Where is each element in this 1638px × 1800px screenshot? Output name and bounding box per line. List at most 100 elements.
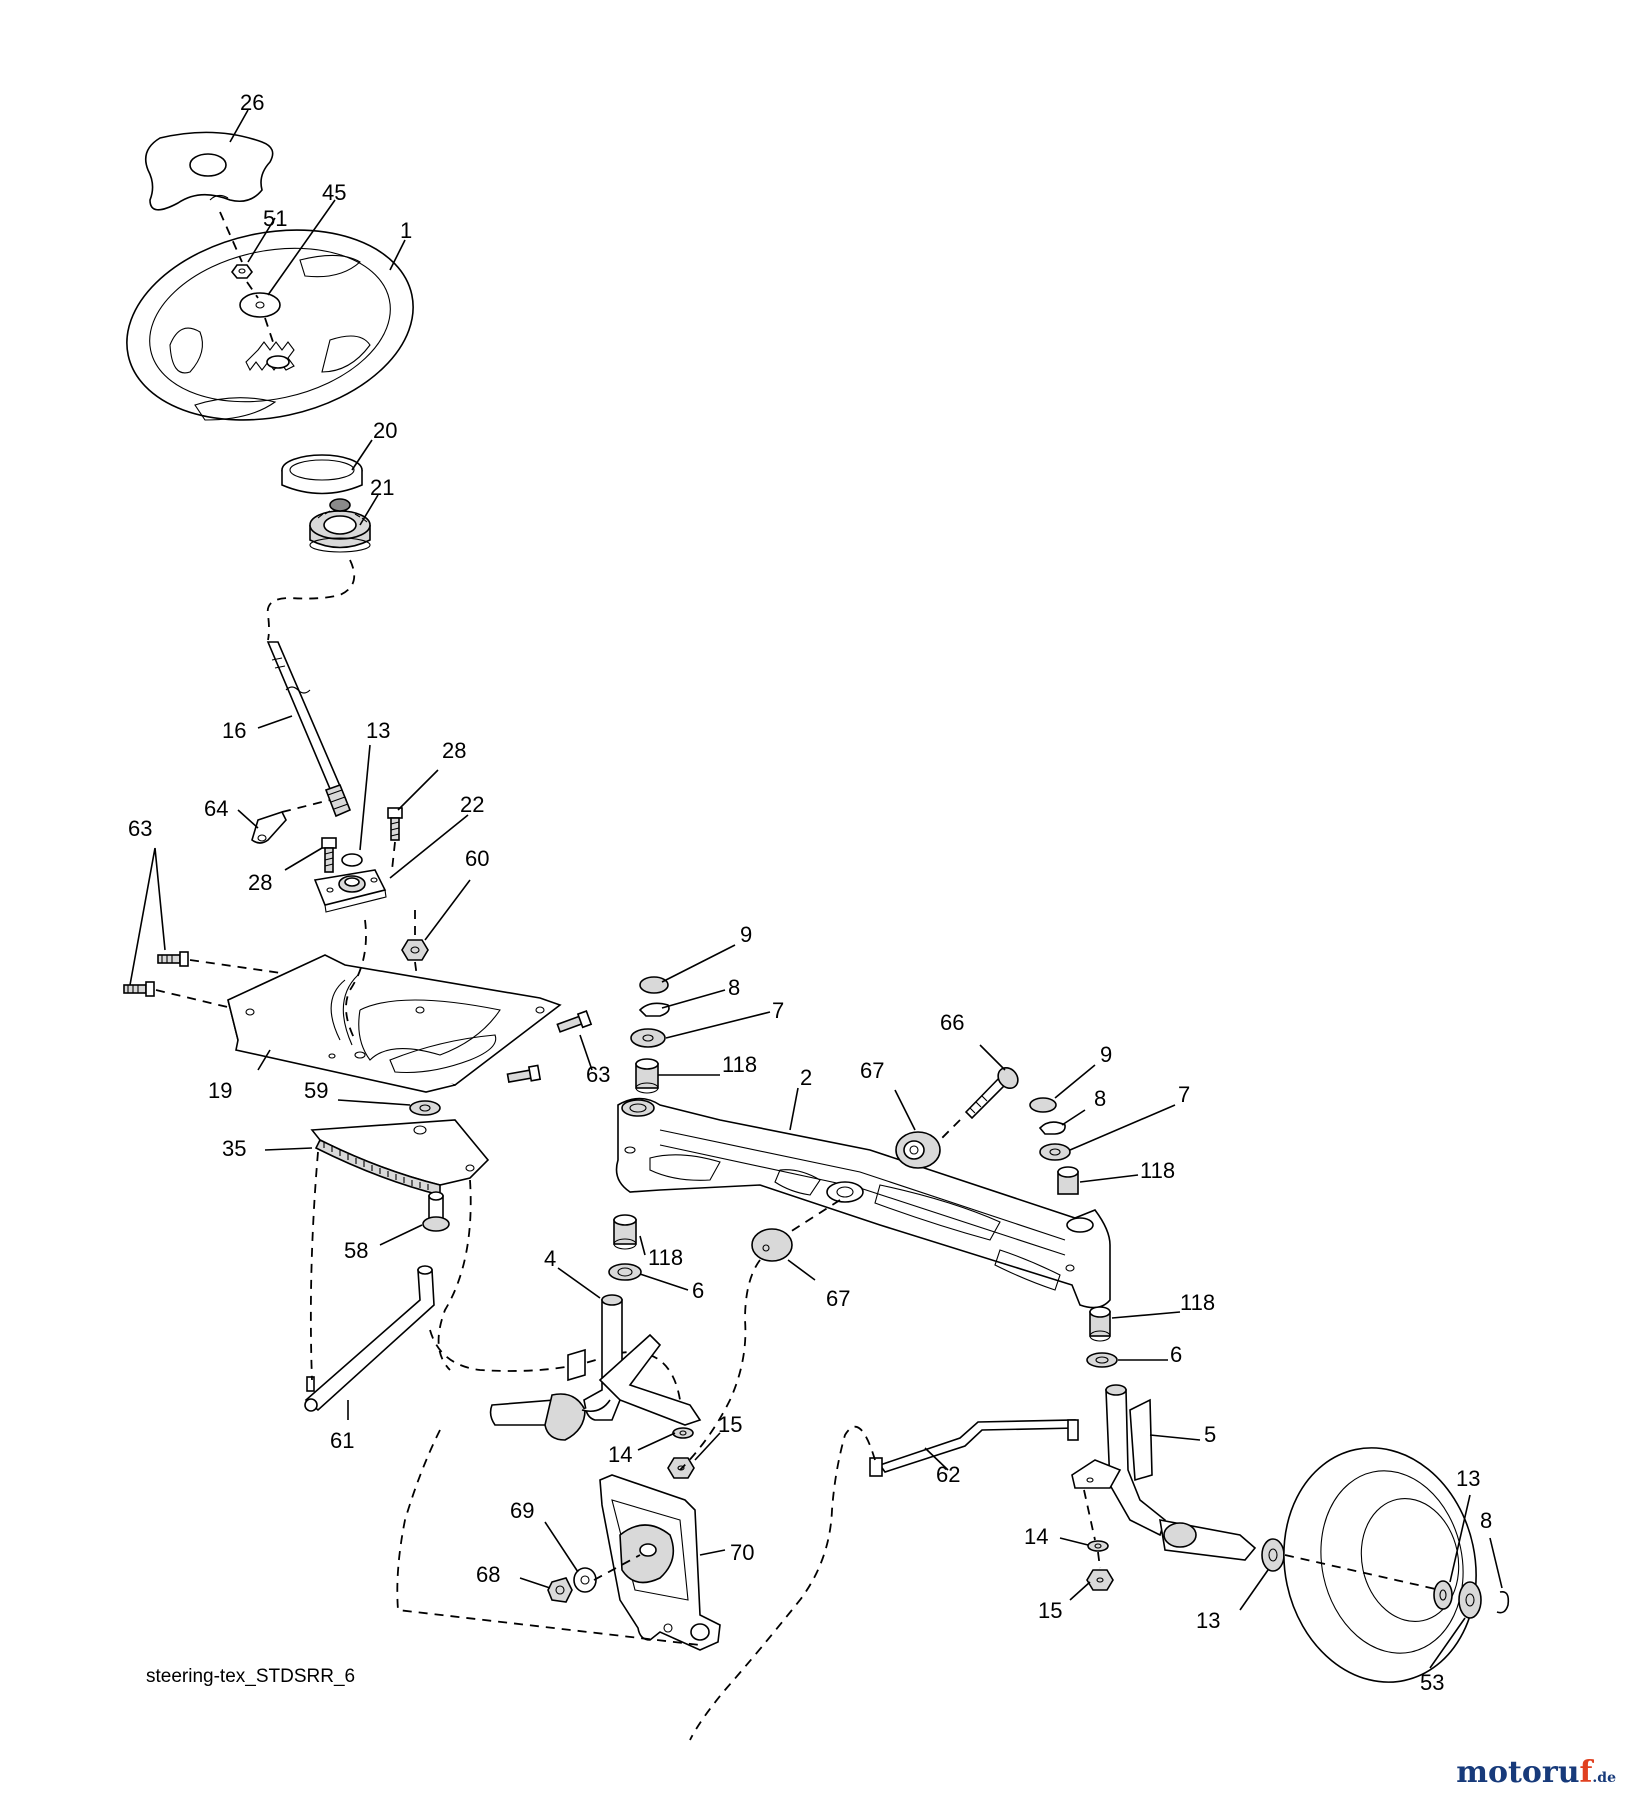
logo-suffix: .de (1592, 1770, 1616, 1786)
leader-lines (129, 109, 1503, 1669)
part-number-45: 45 (322, 180, 346, 205)
diagram-caption: steering-tex_STDSRR_6 (146, 1666, 355, 1687)
washer-13-outer (1433, 1580, 1453, 1610)
part-number-118-lower-left: 118 (648, 1245, 683, 1270)
part-number-51: 51 (263, 206, 287, 231)
pivot-pin-58 (422, 1191, 450, 1232)
mounting-bracket-19 (227, 954, 562, 1093)
part-number-35: 35 (222, 1136, 246, 1161)
part-number-28-lower: 28 (248, 870, 272, 895)
right-spindle-5 (1071, 1384, 1257, 1561)
washer-14-left (672, 1427, 694, 1439)
bushing-118-lower-left (613, 1214, 637, 1250)
part-number-59: 59 (304, 1078, 328, 1103)
part-number-8-wheel: 8 (1480, 1508, 1492, 1533)
washer-69 (573, 1567, 597, 1593)
bolt-68 (547, 1577, 573, 1603)
part-number-7-left: 7 (772, 998, 784, 1023)
part-number-63-right: 63 (586, 1062, 610, 1087)
screw-63-a (157, 951, 189, 967)
part-number-60: 60 (465, 846, 489, 871)
washer-14-right (1087, 1540, 1109, 1552)
sector-gear-35 (310, 1119, 490, 1197)
part-number-70: 70 (730, 1540, 754, 1565)
front-axle-2 (615, 1097, 1111, 1309)
part-number-19: 19 (208, 1078, 232, 1103)
part-number-61: 61 (330, 1428, 354, 1453)
spacer-67-lower (751, 1228, 793, 1262)
spacer-67-upper (895, 1131, 941, 1169)
part-number-4: 4 (544, 1246, 556, 1271)
part-number-9-right: 9 (1100, 1042, 1112, 1067)
steering-wheel-cap (144, 131, 274, 211)
bushing-118-lower-right (1089, 1306, 1111, 1342)
bolt-28-b (321, 837, 337, 873)
part-number-7-right: 7 (1178, 1082, 1190, 1107)
bracket-70 (599, 1474, 721, 1651)
e-clip-8-wheel (1496, 1590, 1510, 1614)
part-number-6-left: 6 (692, 1278, 704, 1303)
part-number-5: 5 (1204, 1422, 1216, 1447)
screw-63-c (556, 1010, 593, 1033)
part-number-15-right: 15 (1038, 1598, 1062, 1623)
part-number-64: 64 (204, 796, 228, 821)
bearing-flange-22 (313, 869, 387, 913)
steering-wheel (126, 229, 414, 421)
part-number-1: 1 (400, 218, 412, 243)
part-number-26: 26 (240, 90, 264, 115)
washer-13-upper (341, 853, 363, 867)
motoruf-logo[interactable]: motoruf.de (1456, 1755, 1616, 1790)
part-number-14-left: 14 (608, 1442, 632, 1467)
part-number-8-right: 8 (1094, 1086, 1106, 1111)
nut-51 (230, 264, 254, 279)
nut-15-right (1086, 1569, 1114, 1591)
washer-59 (409, 1100, 441, 1116)
part-number-118-top-right: 118 (1140, 1158, 1175, 1183)
spacer-20 (281, 454, 363, 495)
part-number-13-shaft: 13 (366, 718, 390, 743)
washer-53 (1458, 1581, 1482, 1619)
bushing-118-top-left (635, 1058, 659, 1094)
bushing-118-top-right (1057, 1166, 1079, 1195)
part-number-13-wheel-left: 13 (1196, 1608, 1220, 1633)
part-labels: 26 45 51 1 20 21 16 13 28 64 22 63 28 60… (128, 90, 1492, 1695)
part-number-16: 16 (222, 718, 246, 743)
part-number-6-right: 6 (1170, 1342, 1182, 1367)
screw-63-b (123, 981, 155, 997)
washer-7-right (1039, 1143, 1071, 1161)
plate-64 (251, 811, 287, 844)
part-number-66: 66 (940, 1010, 964, 1035)
part-number-58: 58 (344, 1238, 368, 1263)
part-number-21: 21 (370, 475, 394, 500)
part-number-15-left: 15 (718, 1412, 742, 1437)
part-number-118-top-left: 118 (722, 1052, 757, 1077)
part-number-67-lower: 67 (826, 1286, 850, 1311)
logo-text-b: f (1579, 1755, 1593, 1790)
steering-shaft-16 (266, 641, 352, 818)
front-wheel (1283, 1447, 1477, 1683)
cap-9-left (639, 976, 669, 994)
part-number-22: 22 (460, 792, 484, 817)
part-number-28-top: 28 (442, 738, 466, 763)
part-number-9-left: 9 (740, 922, 752, 947)
part-number-2: 2 (800, 1065, 812, 1090)
bolt-28-a (387, 807, 403, 841)
washer-7-left (630, 1028, 666, 1048)
tie-rod-62 (869, 1419, 1079, 1477)
part-number-69: 69 (510, 1498, 534, 1523)
logo-text-a: motoru (1456, 1755, 1580, 1790)
washer-45 (239, 292, 281, 318)
part-number-68: 68 (476, 1562, 500, 1587)
part-number-62: 62 (936, 1462, 960, 1487)
part-number-8-left: 8 (728, 975, 740, 1000)
part-number-63-left: 63 (128, 816, 152, 841)
part-number-13-wheel-right: 13 (1456, 1466, 1480, 1491)
cap-9-right (1029, 1097, 1057, 1113)
bushing-21 (309, 498, 371, 553)
pivot-bolt-66 (964, 1066, 1019, 1120)
part-number-118-lower-right: 118 (1180, 1290, 1215, 1315)
screw-63-d (506, 1064, 542, 1083)
left-spindle-4 (489, 1294, 702, 1441)
part-number-67-upper: 67 (860, 1058, 884, 1083)
